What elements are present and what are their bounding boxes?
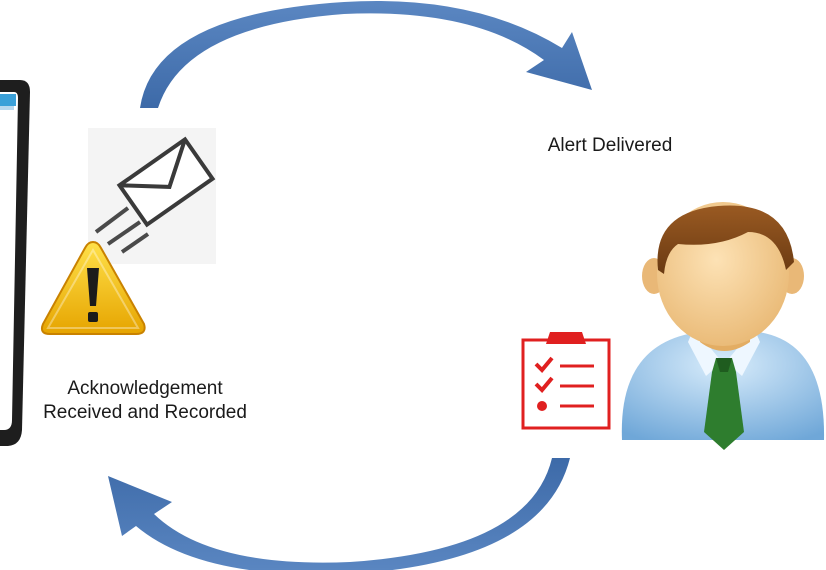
user-avatar-icon [621, 202, 825, 450]
envelope-icon [88, 128, 216, 264]
bottom-curved-arrow [108, 458, 570, 570]
acknowledgement-label-line2: Received and Recorded [43, 402, 247, 423]
top-curved-arrow [140, 0, 592, 108]
warning-icon [40, 240, 146, 335]
alert-delivered-label: Alert Delivered [547, 135, 673, 156]
acknowledgement-label-line1: Acknowledgement [67, 378, 223, 399]
acknowledgement-label: Acknowledgement Received and Recorded [10, 377, 280, 425]
tablet-device [0, 80, 30, 446]
checklist-icon [521, 332, 611, 430]
